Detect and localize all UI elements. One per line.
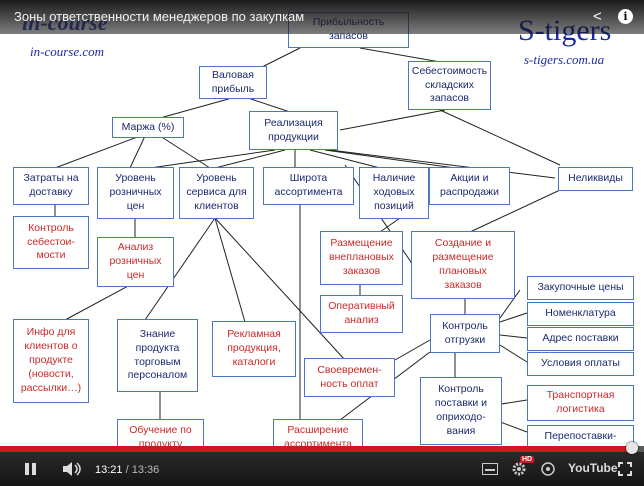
node-delivery-cost: Затраты на доставку	[13, 167, 89, 205]
node-warehouse-cost: Себестоимость складских запасов	[408, 61, 491, 110]
progress-fill	[0, 446, 632, 452]
title-bar: Зоны ответственности менеджеров по закуп…	[0, 0, 644, 34]
node-purchase-prices: Закупочные цены	[527, 276, 634, 300]
progress-bar[interactable]	[0, 442, 644, 454]
current-time: 13:21	[95, 464, 123, 476]
node-cost-control: Контроль себестои- мости	[13, 216, 89, 269]
diagram-connectors	[54, 47, 561, 433]
node-sales: Реализация продукции	[249, 111, 338, 150]
node-promotions: Акции и распродажи	[429, 167, 510, 205]
node-margin: Маржа (%)	[112, 117, 184, 138]
node-delivery-control: Контроль поставки и оприходо- вания	[420, 377, 502, 445]
node-unplanned-orders: Размещение внеплановых заказов	[320, 231, 403, 285]
info-icon[interactable]: i	[618, 9, 633, 24]
volume-icon[interactable]	[62, 461, 84, 477]
hd-badge: HD	[520, 456, 535, 463]
settings-icon[interactable]	[511, 461, 527, 477]
share-icon[interactable]: <	[593, 8, 602, 25]
watch-later-icon[interactable]	[541, 462, 555, 476]
node-retail-analysis: Анализ розничных цен	[97, 237, 174, 287]
node-delivery-address: Адрес поставки	[527, 327, 634, 351]
s-tigers-url: s-tigers.com.ua	[524, 52, 605, 67]
video-title[interactable]: Зоны ответственности менеджеров по закуп…	[14, 9, 305, 24]
duration: 13:36	[131, 464, 160, 476]
pause-icon[interactable]	[24, 462, 38, 476]
node-gross-profit: Валовая прибыль	[199, 66, 267, 99]
node-operative-analysis: Оперативный анализ	[320, 295, 403, 333]
node-service-level: Уровень сервиса для клиентов	[179, 167, 254, 219]
node-staff-knowledge: Знание продукта торговым персоналом	[117, 319, 198, 392]
node-illiquid: Неликвиды	[558, 167, 633, 191]
node-shipping-control: Контроль отгрузки	[430, 314, 500, 353]
time-display: 13:21 / 13:36	[95, 464, 159, 476]
node-transport-logistics: Транспортная логистика	[527, 385, 634, 421]
node-retail-price: Уровень розничных цен	[97, 167, 174, 219]
node-client-info: Инфо для клиентов о продукте (новости, р…	[13, 319, 89, 403]
time-separator: /	[122, 464, 132, 476]
node-liquid-positions: Наличие ходовых позиций	[359, 167, 429, 219]
scrubber-handle[interactable]	[626, 442, 638, 454]
in-course-url: in-course.com	[30, 44, 105, 59]
captions-icon[interactable]	[482, 463, 498, 475]
node-nomenclature: Номенклатура	[527, 302, 634, 326]
node-ad-materials: Рекламная продукция, каталоги	[212, 321, 296, 377]
node-timely-payment: Своевремен- ность оплат	[304, 358, 395, 397]
video-frame[interactable]: in-course in-course.com S-tigers s-tiger…	[0, 0, 644, 452]
node-assortment-width: Широта ассортимента	[263, 167, 354, 205]
node-payment-terms: Условия оплаты	[527, 352, 634, 376]
node-planned-orders: Создание и размещение плановых заказов	[411, 231, 515, 299]
youtube-logo[interactable]: YouTube	[568, 461, 618, 475]
fullscreen-icon[interactable]	[618, 462, 632, 476]
control-bar: HD YouTube	[0, 452, 644, 486]
